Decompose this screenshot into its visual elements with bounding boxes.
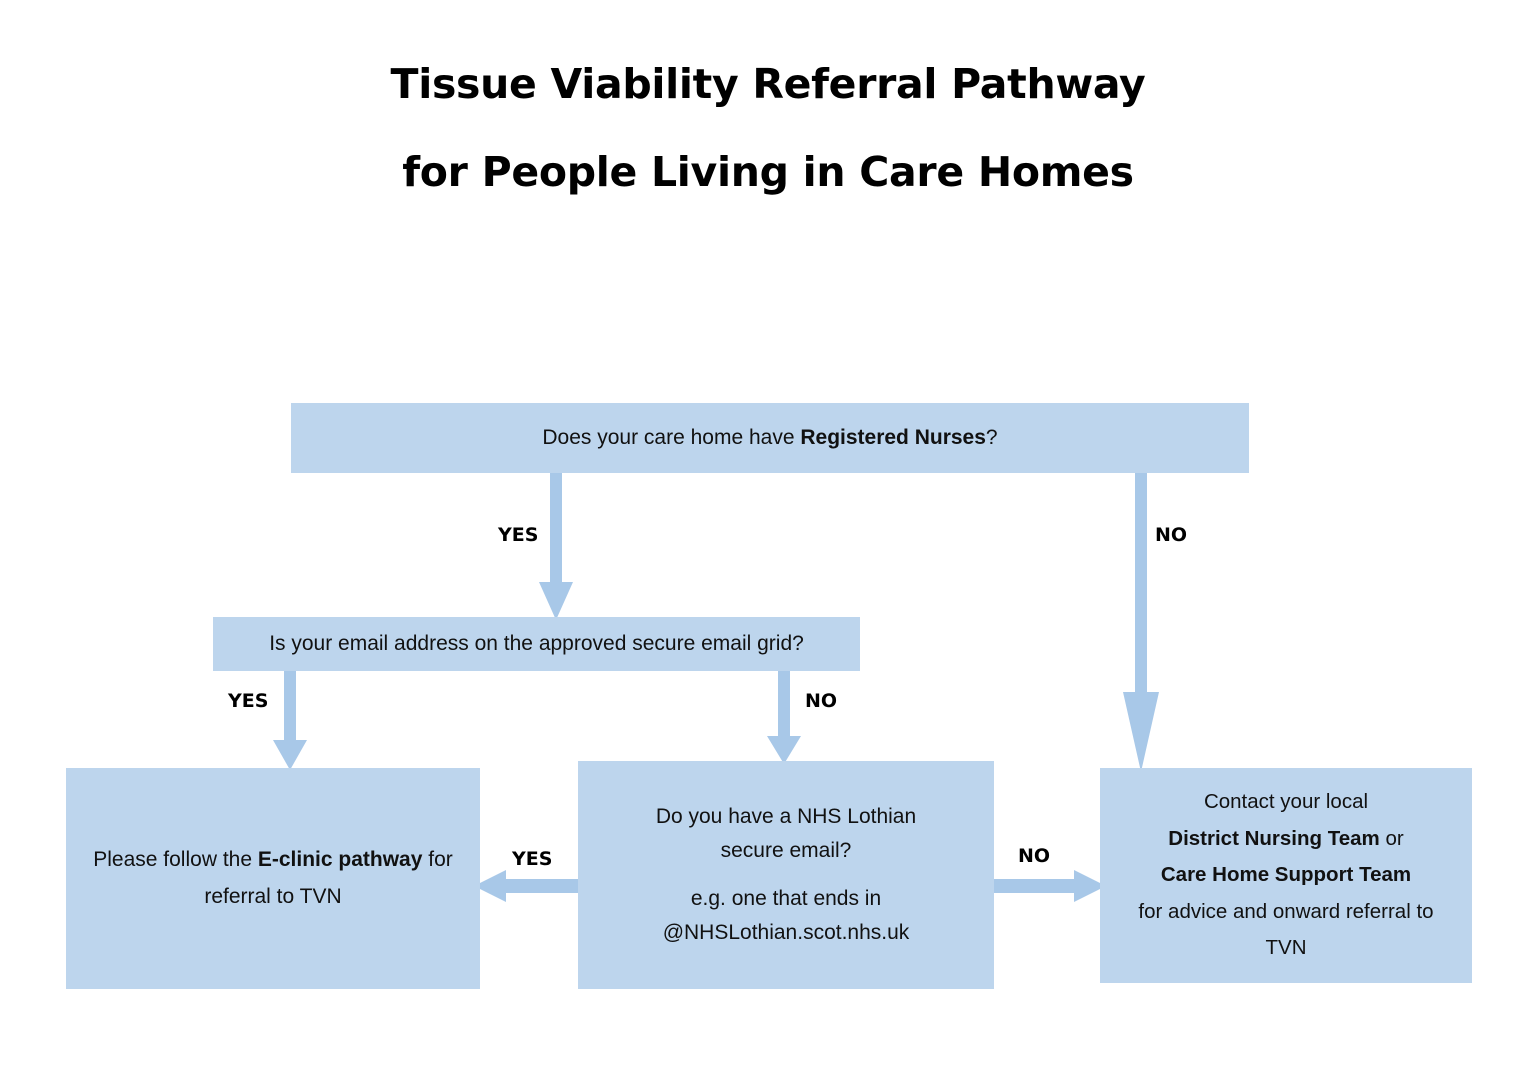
page-title-line-1: Tissue Viability Referral Pathway (390, 60, 1146, 108)
arrow-nurses-yes (533, 470, 579, 622)
node-decision-nhs-lothian-secure-email[interactable]: Do you have a NHS Lothian secure email? … (578, 761, 994, 989)
contact-line-1: Contact your local (1203, 790, 1369, 814)
contact-line-2: District Nursing Team or (1114, 821, 1458, 857)
node-text-nhs-lothian-secure-email: Do you have a NHS Lothian secure email? … (592, 800, 980, 950)
edge-label-secure-no: NO (1018, 845, 1051, 867)
secure-line-2: secure email? (720, 838, 852, 862)
contact-line-2-bold: District Nursing Team (1168, 826, 1380, 850)
arrow-grid-no (763, 668, 805, 766)
edge-label-grid-yes: YES (228, 690, 269, 712)
page-title: Tissue Viability Referral Pathway for Pe… (0, 40, 1536, 216)
arrow-secure-no (988, 866, 1106, 906)
secure-line-3: e.g. one that ends in (690, 887, 882, 910)
contact-line-5: TVN (1265, 936, 1307, 960)
node-text-secure-email-grid: Is your email address on the approved se… (269, 631, 804, 655)
secure-line-4: @NHSLothian.scot.nhs.uk (662, 921, 910, 945)
contact-line-3-bold: Care Home Support Team (1160, 863, 1412, 887)
arrow-nurses-no (1118, 470, 1164, 774)
arrow-grid-yes (269, 668, 311, 772)
edge-label-grid-no: NO (805, 690, 838, 712)
node-text-registered-nurses: Does your care home have Registered Nurs… (305, 419, 1235, 458)
eclinic-text-before: Please follow the (93, 847, 258, 871)
edge-label-secure-yes: YES (512, 848, 553, 870)
node-text-eclinic-pathway: Please follow the E-clinic pathway for r… (80, 842, 466, 916)
node-decision-registered-nurses[interactable]: Does your care home have Registered Nurs… (291, 403, 1249, 473)
eclinic-text-bold: E-clinic pathway (257, 847, 423, 871)
contact-line-3: Care Home Support Team (1114, 857, 1458, 893)
arrow-secure-yes (474, 866, 586, 906)
contact-line-2-after: or (1379, 826, 1404, 850)
nurses-text-bold: Registered Nurses (800, 425, 986, 449)
node-outcome-contact-local-teams[interactable]: Contact your local District Nursing Team… (1100, 768, 1472, 983)
edge-label-nurses-yes: YES (498, 524, 539, 546)
page-title-line-2: for People Living in Care Homes (402, 148, 1134, 196)
contact-line-4: for advice and onward referral to (1138, 899, 1434, 923)
secure-paragraph-gap (592, 868, 980, 882)
secure-line-1: Do you have a NHS Lothian (655, 804, 917, 828)
nurses-text-before: Does your care home have (542, 425, 801, 449)
node-decision-secure-email-grid[interactable]: Is your email address on the approved se… (213, 617, 860, 671)
edge-label-nurses-no: NO (1155, 524, 1188, 546)
eclinic-text-after: for referral to TVN (204, 847, 453, 908)
node-text-contact-local-teams: Contact your local District Nursing Team… (1114, 784, 1458, 966)
nurses-text-after: ? (985, 425, 998, 449)
node-outcome-eclinic-pathway[interactable]: Please follow the E-clinic pathway for r… (66, 768, 480, 989)
